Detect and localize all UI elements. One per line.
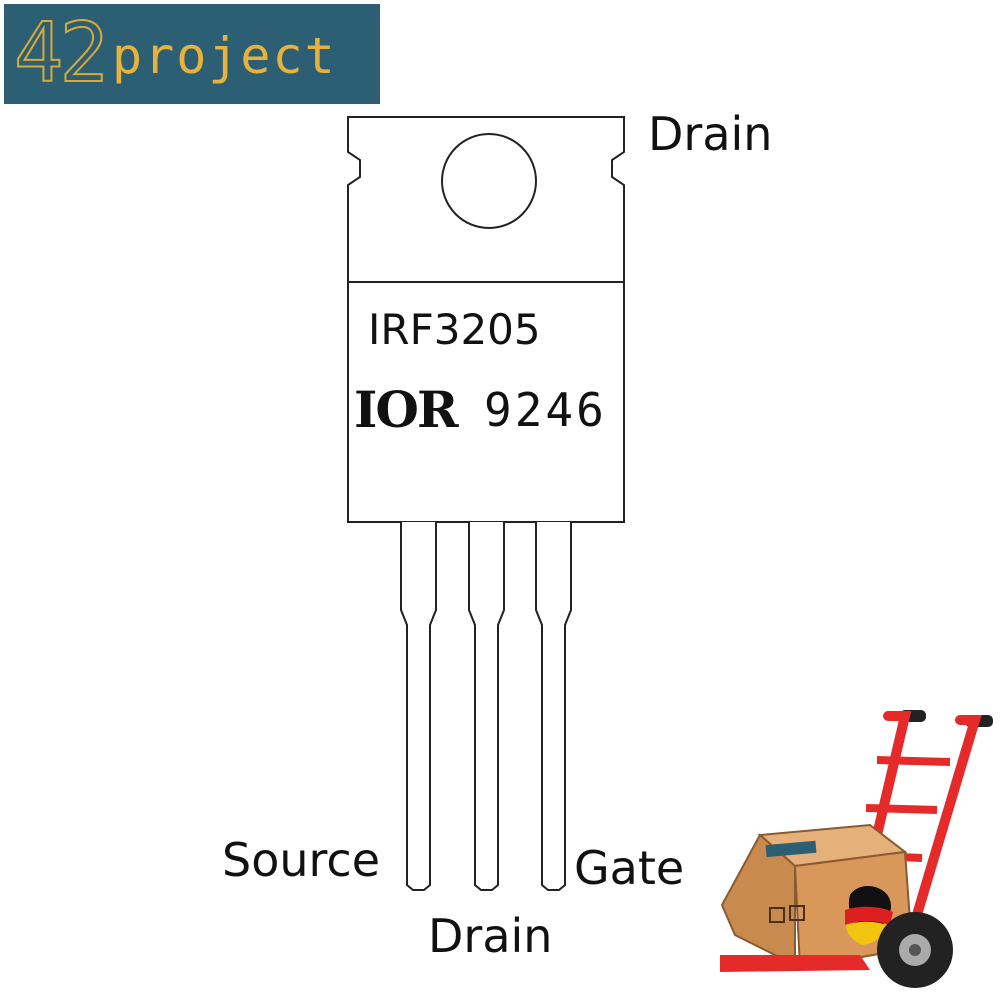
mounting-hole bbox=[441, 133, 537, 229]
logo-word: project bbox=[112, 27, 337, 85]
logo-number: 42 bbox=[13, 5, 110, 102]
lead-source bbox=[400, 522, 437, 891]
label-source: Source bbox=[222, 833, 380, 887]
package-leads bbox=[400, 522, 572, 891]
lead-gate bbox=[535, 522, 572, 891]
brand-logo: 42 project bbox=[4, 4, 380, 104]
part-number: IRF3205 bbox=[368, 305, 541, 354]
date-code: 9246 bbox=[484, 383, 607, 437]
package-body bbox=[347, 281, 625, 523]
label-gate: Gate bbox=[574, 841, 685, 895]
manufacturer-logo: IOR bbox=[354, 380, 458, 439]
label-tab-drain: Drain bbox=[648, 107, 773, 161]
lead-drain bbox=[468, 522, 505, 891]
label-drain: Drain bbox=[428, 909, 553, 963]
